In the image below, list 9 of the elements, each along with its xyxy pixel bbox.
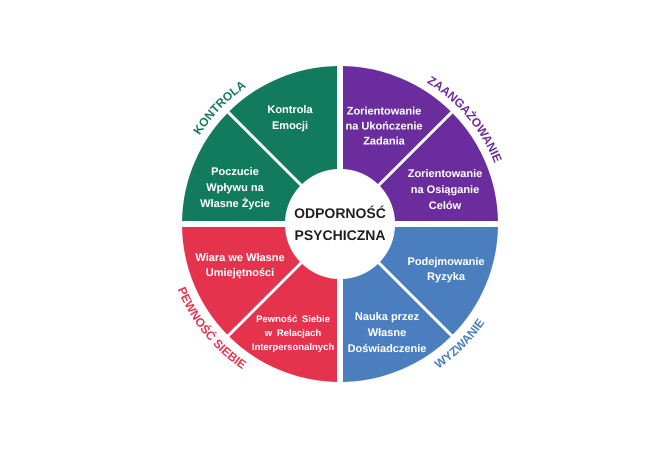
segment-label: Wiara we Własne Umiejętności (194, 251, 286, 281)
segment-label: Podejmowanie Ryzyka (406, 255, 486, 285)
segment-label: Zorientowanie na Ukończenie Zadania (344, 104, 424, 150)
center-label: ODPORNOŚĆ PSYCHICZNA (293, 204, 387, 245)
segment-label: Zorientowanie na Osiąganie Celów (406, 167, 484, 214)
segment-label: Nauka przez Własne Doświadczenie (346, 310, 428, 357)
segment-label: Poczucie Wpływu na Własne Życie (199, 165, 271, 212)
segment-label: Pewność Siebie w Relacjach Interpersonalnych (251, 313, 335, 355)
segment-label: Kontrola Emocji (266, 103, 314, 134)
